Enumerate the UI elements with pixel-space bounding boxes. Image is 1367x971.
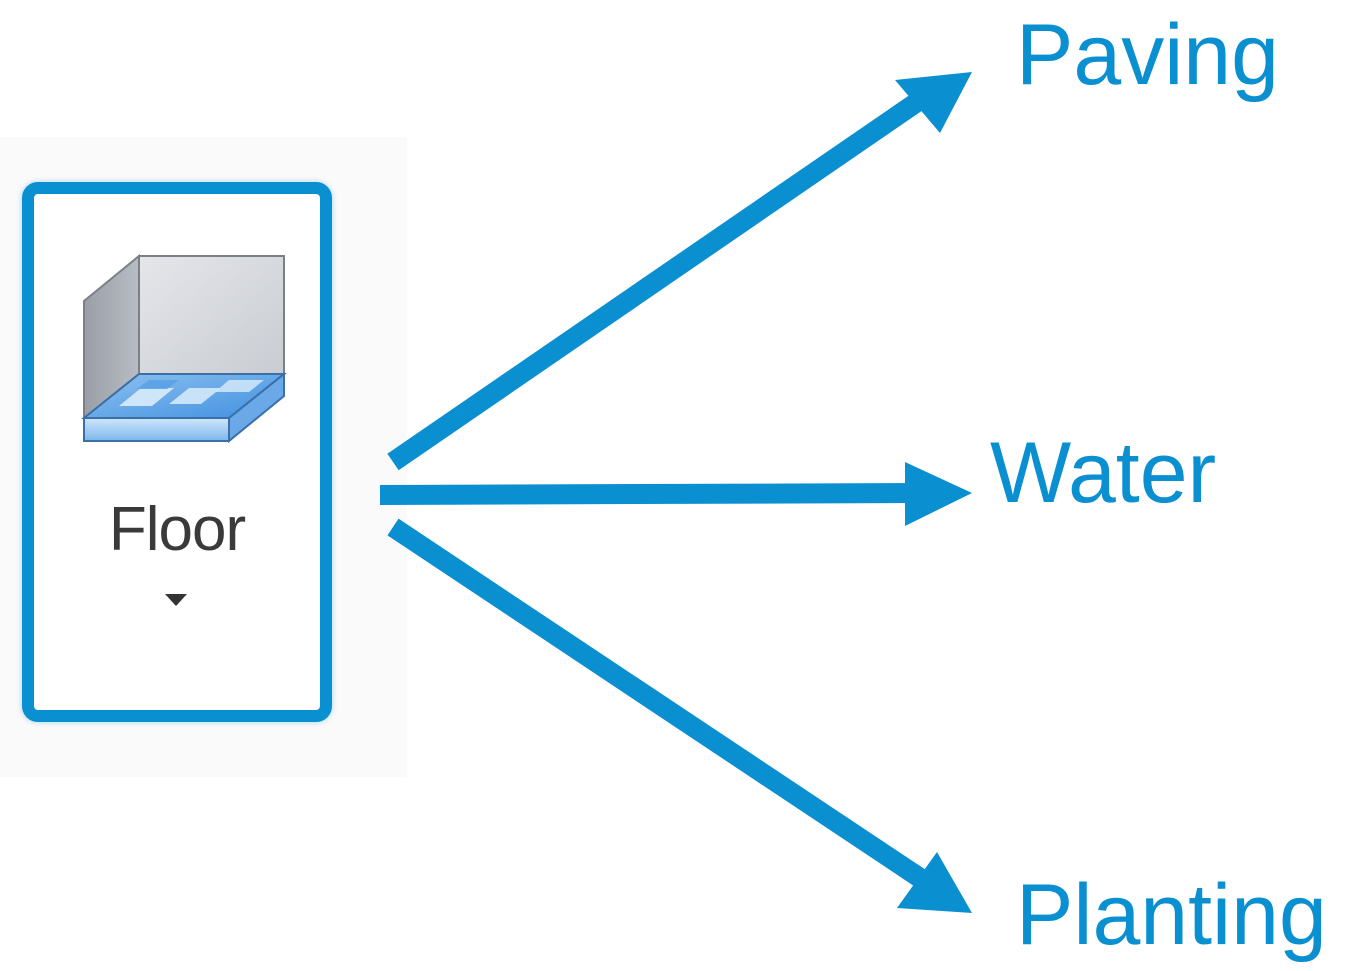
floor-label: Floor (108, 495, 246, 564)
arrow-to-water (379, 462, 972, 526)
arrow-to-paving (387, 72, 972, 471)
dropdown-triangle-icon[interactable] (165, 594, 187, 606)
floor-tool-button[interactable]: Floor (22, 182, 332, 722)
option-planting-label: Planting (1016, 867, 1327, 963)
arrow-to-planting (387, 518, 972, 913)
floor-icon (81, 253, 287, 444)
option-paving-label: Paving (1016, 7, 1279, 103)
option-water-label: Water (990, 425, 1217, 521)
